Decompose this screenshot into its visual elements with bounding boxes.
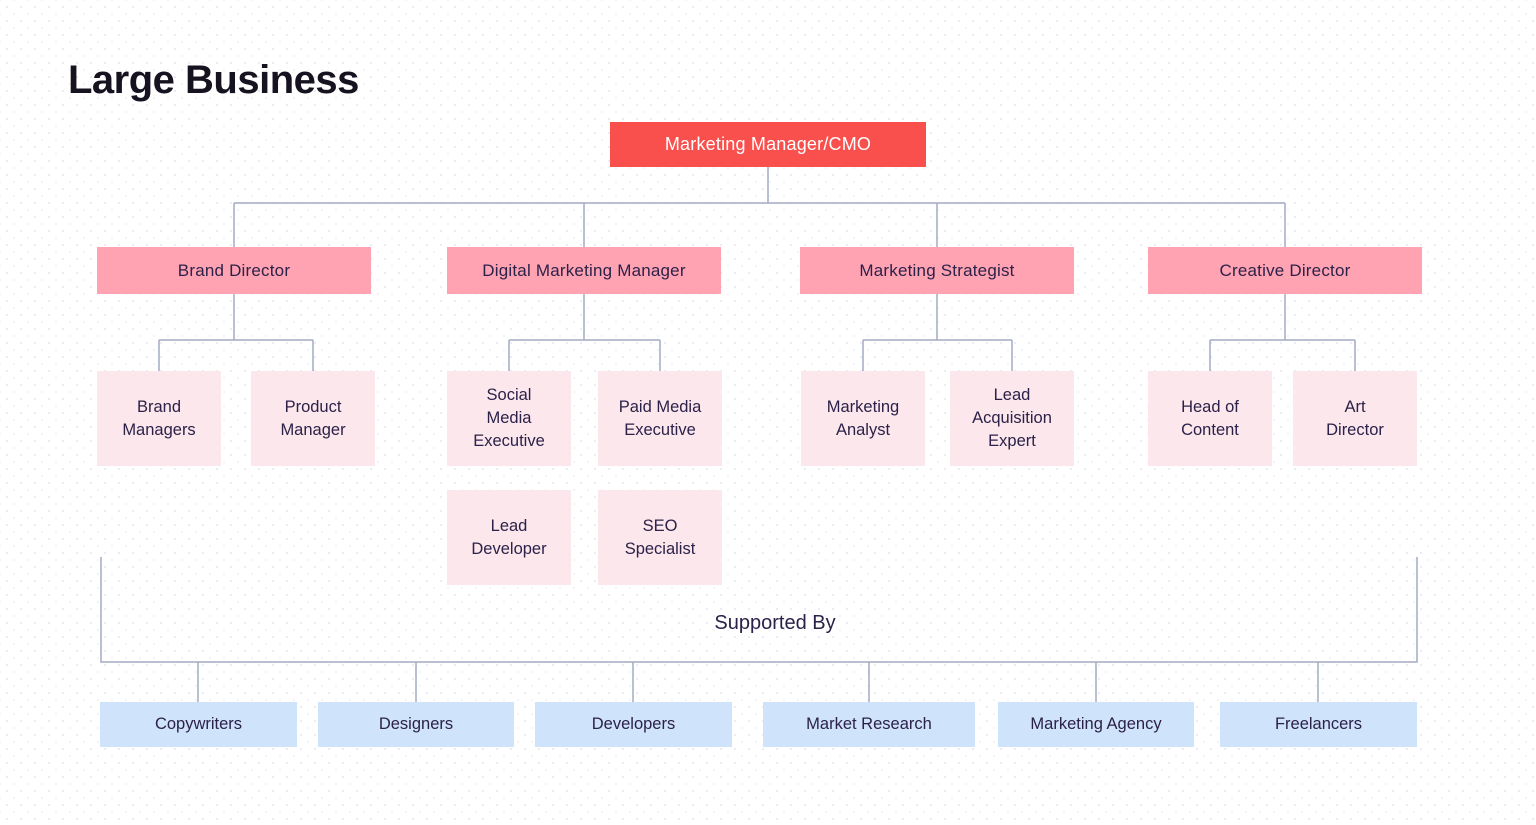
support-node-marketing-agency: Marketing Agency [998,702,1194,747]
org-node-seo-specialist: SEO Specialist [598,490,722,585]
page-title: Large Business [68,58,359,102]
org-node-marketing-strategist: Marketing Strategist [800,247,1074,294]
org-node-brand-director: Brand Director [97,247,371,294]
org-node-social-media-executive: Social Media Executive [447,371,571,466]
org-node-art-director: Art Director [1293,371,1417,466]
connector-supported-by-bracket [100,557,1418,663]
org-node-creative-director: Creative Director [1148,247,1422,294]
connector-marketing-strategist-children [862,294,1013,371]
org-node-lead-acquisition-expert: Lead Acquisition Expert [950,371,1074,466]
org-node-head-of-content: Head of Content [1148,371,1272,466]
org-node-digital-marketing-manager: Digital Marketing Manager [447,247,721,294]
org-node-marketing-manager-cmo: Marketing Manager/CMO [610,122,926,167]
connector-digital-marketing-children [508,294,661,371]
org-node-product-manager: Product Manager [251,371,375,466]
org-node-brand-managers: Brand Managers [97,371,221,466]
connector-root-to-branches [233,167,1286,247]
connector-brand-director-children [158,294,314,371]
support-node-market-research: Market Research [763,702,975,747]
connector-creative-director-children [1209,294,1356,371]
support-node-designers: Designers [318,702,514,747]
org-node-paid-media-executive: Paid Media Executive [598,371,722,466]
supported-by-label: Supported By [714,612,836,634]
org-node-lead-developer: Lead Developer [447,490,571,585]
connector-supported-by-drops [197,662,1319,702]
support-node-freelancers: Freelancers [1220,702,1417,747]
support-node-developers: Developers [535,702,732,747]
org-node-marketing-analyst: Marketing Analyst [801,371,925,466]
support-node-copywriters: Copywriters [100,702,297,747]
